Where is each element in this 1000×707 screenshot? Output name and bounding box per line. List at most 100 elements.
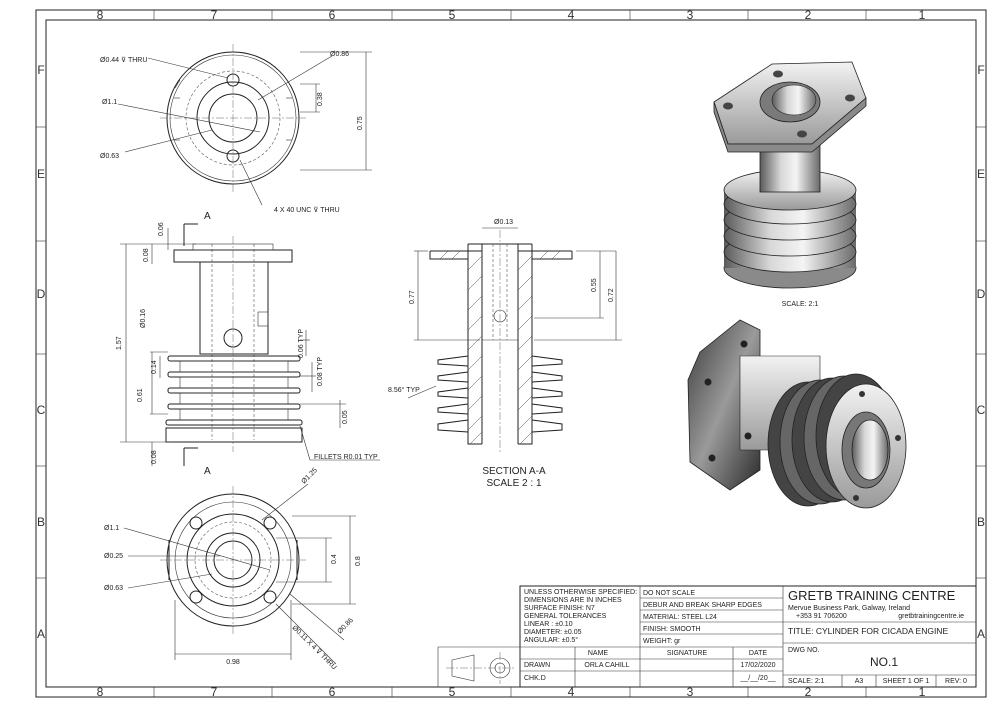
zone-row-f-right: F <box>977 63 984 77</box>
bottom-dim-098: 0.98 <box>226 659 240 666</box>
top-dim-hole: Ø0.44 ⊽ THRU <box>100 56 147 64</box>
bottom-dim-08: 0.8 <box>355 556 362 566</box>
projection-symbol <box>446 652 514 684</box>
zone-col-7-bottom: 7 <box>211 685 218 699</box>
sheet-count: SHEET 1 OF 1 <box>883 678 930 685</box>
zone-row-c: C <box>37 403 46 417</box>
bottom-dim-063: Ø0.63 <box>104 585 123 592</box>
zone-row-d: D <box>37 287 46 301</box>
bottom-view <box>123 483 356 665</box>
drawing-title: TITLE: CYLINDER FOR CICADA ENGINE <box>788 626 948 636</box>
note-5: DIAMETER: ±0.05 <box>524 629 582 636</box>
bottom-dim-holes: Ø0.11 X 4 ⊽ THRU <box>291 624 339 672</box>
zone-col-5-bottom: 5 <box>449 685 456 699</box>
front-view <box>120 223 380 466</box>
section-marker-bottom: A <box>204 466 211 477</box>
top-dim-086: Ø0.86 <box>330 51 349 58</box>
iso-view-bottom <box>687 319 907 509</box>
zone-col-6: 6 <box>329 8 336 22</box>
revision: REV: 0 <box>945 678 967 685</box>
front-dim-008-bottom: 0.08 <box>151 450 158 464</box>
top-dim-thread: 4 X 40 UNC ⊽ THRU <box>274 206 340 214</box>
note-6: ANGULAR: ±0.5° <box>524 636 578 644</box>
zone-col-2-bottom: 2 <box>805 685 812 699</box>
top-view <box>117 44 372 206</box>
zone-col-8-bottom: 8 <box>97 685 104 699</box>
front-dim-006: 0.06 <box>158 222 165 236</box>
zone-col-4: 4 <box>568 8 575 22</box>
drawn-label: DRAWN <box>524 662 550 669</box>
section-hatching <box>439 250 561 445</box>
col-name: NAME <box>588 650 609 657</box>
zone-row-f: F <box>37 63 44 77</box>
zone-col-4-bottom: 4 <box>568 685 575 699</box>
front-dim-014: 0.14 <box>151 360 158 374</box>
zone-col-3: 3 <box>687 8 694 22</box>
zone-row-c-right: C <box>977 403 986 417</box>
zone-col-8: 8 <box>97 8 104 22</box>
section-dim-077: 0.77 <box>409 290 416 304</box>
col-date: DATE <box>749 650 767 657</box>
drawn-date: 17/02/2020 <box>740 662 775 669</box>
chkd-date: __/__/20__ <box>739 675 775 682</box>
zone-row-d-right: D <box>977 287 986 301</box>
bottom-dim-04: 0.4 <box>331 554 338 564</box>
zone-row-e: E <box>37 167 45 181</box>
zone-col-1-bottom: 1 <box>919 685 926 699</box>
drawn-name: ORLA CAHILL <box>584 662 629 669</box>
bottom-dim-125: Ø1.25 <box>300 467 319 486</box>
zone-col-1: 1 <box>919 8 926 22</box>
section-fins <box>437 355 563 433</box>
zone-col-2: 2 <box>805 8 812 22</box>
note-1: DIMENSIONS ARE IN INCHES <box>524 597 622 604</box>
company-phone: +353 91 706200 <box>796 613 847 620</box>
section-scale: SCALE 2 : 1 <box>486 478 541 489</box>
top-dim-063: Ø0.63 <box>100 153 119 160</box>
do-not-scale: DO NOT SCALE <box>643 590 695 597</box>
front-dim-006typ: 0.06 TYP <box>298 329 305 358</box>
weight: WEIGHT: gr <box>643 638 681 645</box>
chkd-label: CHK.D <box>524 675 546 682</box>
bottom-dim-086: Ø0.86 <box>336 617 355 636</box>
front-dim-fillets: FILLETS R0.01 TYP <box>314 454 378 461</box>
front-dim-005: 0.05 <box>342 410 349 424</box>
front-dim-157: 1.57 <box>116 336 123 350</box>
section-dim-angle: 8.56° TYP <box>388 386 420 394</box>
sheet-size: A3 <box>855 678 864 685</box>
section-title: SECTION A-A <box>482 466 546 477</box>
note-0: UNLESS OTHERWISE SPECIFIED: <box>524 589 637 596</box>
zone-col-6-bottom: 6 <box>329 685 336 699</box>
front-dim-dia016: Ø0.16 <box>140 309 147 328</box>
bottom-dim-11: Ø1.1 <box>104 525 119 532</box>
bottom-dim-025: Ø0.25 <box>104 553 123 560</box>
section-dim-013: Ø0.13 <box>494 219 513 226</box>
note-4: LINEAR : ±0.10 <box>524 621 573 628</box>
section-view <box>407 227 622 452</box>
material: MATERIAL: STEEL L24 <box>643 614 717 621</box>
col-signature: SIGNATURE <box>667 650 708 657</box>
dwg-number: NO.1 <box>870 655 898 669</box>
zone-col-3-bottom: 3 <box>687 685 694 699</box>
section-dim-072: 0.72 <box>608 288 615 302</box>
note-3: GENERAL TOLERANCES <box>524 613 607 620</box>
note-2: SURFACE FINISH: N7 <box>524 605 595 612</box>
dwg-no-label: DWG NO. <box>788 647 820 654</box>
zone-col-7: 7 <box>211 8 218 22</box>
front-dim-008-top: 0.08 <box>143 248 150 262</box>
top-dim-075: 0.75 <box>357 116 364 130</box>
zone-col-5: 5 <box>449 8 456 22</box>
company-name: GRETB TRAINING CENTRE <box>788 588 956 603</box>
company-website: gretbtrainingcentre.ie <box>898 613 964 620</box>
sheet-scale: SCALE: 2:1 <box>788 678 825 685</box>
deburr-note: DEBUR AND BREAK SHARP EDGES <box>643 602 762 609</box>
section-marker-top: A <box>204 211 211 222</box>
iso-view-top <box>713 61 867 289</box>
iso-scale-label: SCALE: 2:1 <box>782 301 819 308</box>
front-dim-061: 0.61 <box>137 388 144 402</box>
zone-ticks <box>36 10 986 697</box>
zone-row-b-right: B <box>977 515 985 529</box>
zone-row-a: A <box>37 627 45 641</box>
finish: FINISH: SMOOTH <box>643 626 701 633</box>
top-dim-11: Ø1.1 <box>102 99 117 106</box>
